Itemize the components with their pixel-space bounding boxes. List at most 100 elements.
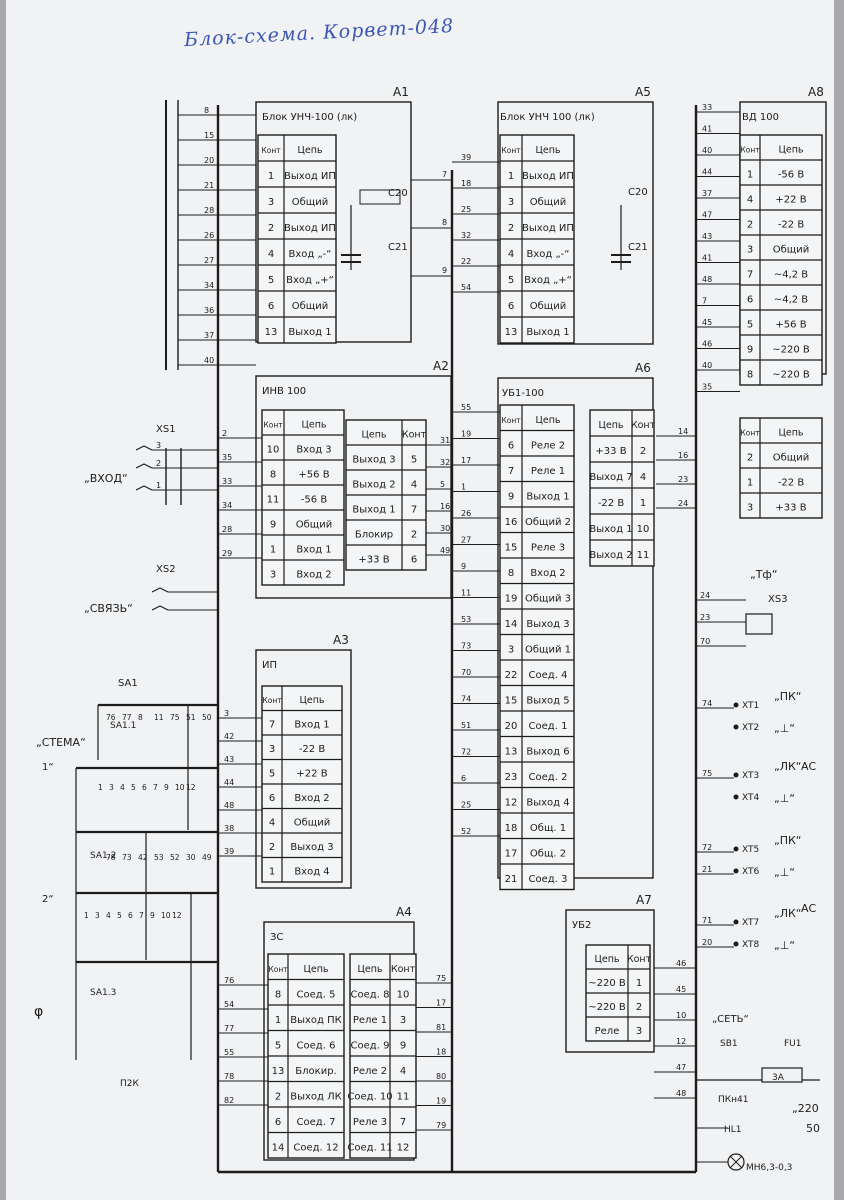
wire-number: 53 bbox=[154, 853, 164, 862]
wire-number: 23 bbox=[678, 475, 688, 484]
wire-number: 6 bbox=[461, 774, 466, 783]
label-stema: „СТЕМА“ bbox=[36, 736, 86, 749]
terminal-id: XT1 bbox=[742, 701, 759, 711]
label-FU1: FU1 bbox=[784, 1039, 802, 1049]
table-cell: 6 bbox=[411, 555, 417, 566]
fuse-FU1 bbox=[761, 1067, 803, 1083]
table-cell: Выход ПК bbox=[290, 1015, 342, 1026]
block-label: A1 bbox=[393, 85, 409, 99]
table-cell: Выход 3 bbox=[290, 842, 333, 853]
table-cell: -22 В bbox=[778, 478, 805, 489]
wire-number: 11 bbox=[154, 713, 164, 722]
block-label: A3 bbox=[333, 633, 349, 647]
wire-number: 25 bbox=[461, 205, 471, 214]
wire-number: 41 bbox=[702, 254, 712, 263]
terminal-dot bbox=[733, 702, 739, 708]
wire-number: 27 bbox=[461, 536, 471, 545]
table-cell: Выход 6 bbox=[526, 746, 569, 757]
table-cell: ~220 В bbox=[588, 1002, 626, 1013]
table-cell: 2 bbox=[269, 842, 275, 853]
switch-contact: 9 bbox=[150, 911, 155, 920]
table-cell: 6 bbox=[269, 793, 275, 804]
terminal-dot bbox=[733, 846, 739, 852]
table-cell: ~220 В bbox=[588, 978, 626, 989]
wire-number: 25 bbox=[461, 801, 471, 810]
label-XS2: XS2 bbox=[156, 564, 176, 575]
wire-number: 3 bbox=[224, 709, 229, 718]
table-cell: 8 bbox=[508, 568, 514, 579]
table-cell: 2 bbox=[636, 1002, 642, 1013]
table-cell: 13 bbox=[272, 1066, 285, 1077]
table-cell: Выход ИП bbox=[284, 223, 336, 234]
block-label: A4 bbox=[396, 905, 412, 919]
table-cell: 4 bbox=[269, 818, 275, 829]
label-220: „220 bbox=[792, 1102, 819, 1115]
table-header: Цепь bbox=[598, 420, 623, 431]
table-cell: 7 bbox=[508, 466, 514, 477]
wire-number: 24 bbox=[700, 591, 710, 600]
wire-number: 7 bbox=[702, 297, 707, 306]
table-cell: 13 bbox=[265, 327, 278, 338]
wire-number: 18 bbox=[436, 1048, 446, 1057]
wire-number: 73 bbox=[461, 642, 471, 651]
table-cell: 9 bbox=[270, 520, 276, 531]
lamp-HL1 bbox=[727, 1153, 745, 1171]
table-cell: Соед. 9 bbox=[351, 1040, 390, 1051]
wire-number: 43 bbox=[702, 232, 712, 241]
wire-number: 23 bbox=[700, 613, 710, 622]
table-cell: Реле 2 bbox=[531, 440, 565, 451]
wire-number: 33 bbox=[222, 477, 232, 486]
wire-number: 27 bbox=[204, 256, 214, 265]
table-cell: Вход 2 bbox=[294, 793, 329, 804]
table-cell: 5 bbox=[268, 275, 274, 286]
wire-number: 70 bbox=[461, 668, 471, 677]
switch-contact: 1 bbox=[84, 911, 89, 920]
wire-number: 16 bbox=[678, 451, 688, 460]
wire-number: 54 bbox=[461, 283, 471, 292]
label-Tf: „Тф“ bbox=[750, 568, 778, 581]
table-cell: 1 bbox=[508, 171, 514, 182]
table-cell: -22 В bbox=[598, 498, 625, 509]
block-frame bbox=[255, 649, 352, 889]
table-cell: Выход 1 bbox=[352, 505, 395, 516]
wire-number: 17 bbox=[461, 456, 471, 465]
table-header: Цепь bbox=[303, 964, 328, 975]
wire-number: 28 bbox=[222, 525, 232, 534]
table-cell: 3 bbox=[400, 1015, 406, 1026]
wire-number: 71 bbox=[702, 916, 712, 925]
label-XS3: XS3 bbox=[768, 594, 788, 605]
wire-number: 21 bbox=[204, 181, 214, 190]
wire-number: 9 bbox=[461, 562, 466, 571]
wire-number: 50 bbox=[202, 713, 212, 722]
wire bbox=[151, 605, 169, 611]
wire-number: 15 bbox=[204, 131, 214, 140]
wire-number: 52 bbox=[170, 853, 180, 862]
wire-number: 76 bbox=[106, 713, 116, 722]
wire-number: 30 bbox=[186, 853, 196, 862]
table-cell: Выход 5 bbox=[526, 695, 569, 706]
wire-number: 35 bbox=[702, 383, 712, 392]
terminal-label: „ПК“ bbox=[774, 834, 801, 847]
table-cell: -56 В bbox=[778, 170, 805, 181]
wire-number: 74 bbox=[461, 695, 471, 704]
wire-number: 40 bbox=[702, 361, 712, 370]
block-label: A8 bbox=[808, 85, 824, 99]
label-HL1: HL1 bbox=[724, 1125, 742, 1135]
table-cell: ~4,2 В bbox=[774, 270, 808, 281]
switch-contact: 12 bbox=[186, 783, 196, 792]
wire-number: 77 bbox=[122, 713, 132, 722]
table-cell: Блокир. bbox=[295, 1066, 336, 1077]
table-cell: 9 bbox=[400, 1040, 406, 1051]
wire-number: 40 bbox=[702, 146, 712, 155]
table-cell: 15 bbox=[505, 542, 518, 553]
table-cell: Реле 3 bbox=[353, 1117, 387, 1128]
table-cell: 19 bbox=[505, 593, 518, 604]
terminal-label: „⊥“ bbox=[774, 792, 795, 805]
wire-number: 38 bbox=[224, 824, 234, 833]
wire-number: 55 bbox=[461, 403, 471, 412]
